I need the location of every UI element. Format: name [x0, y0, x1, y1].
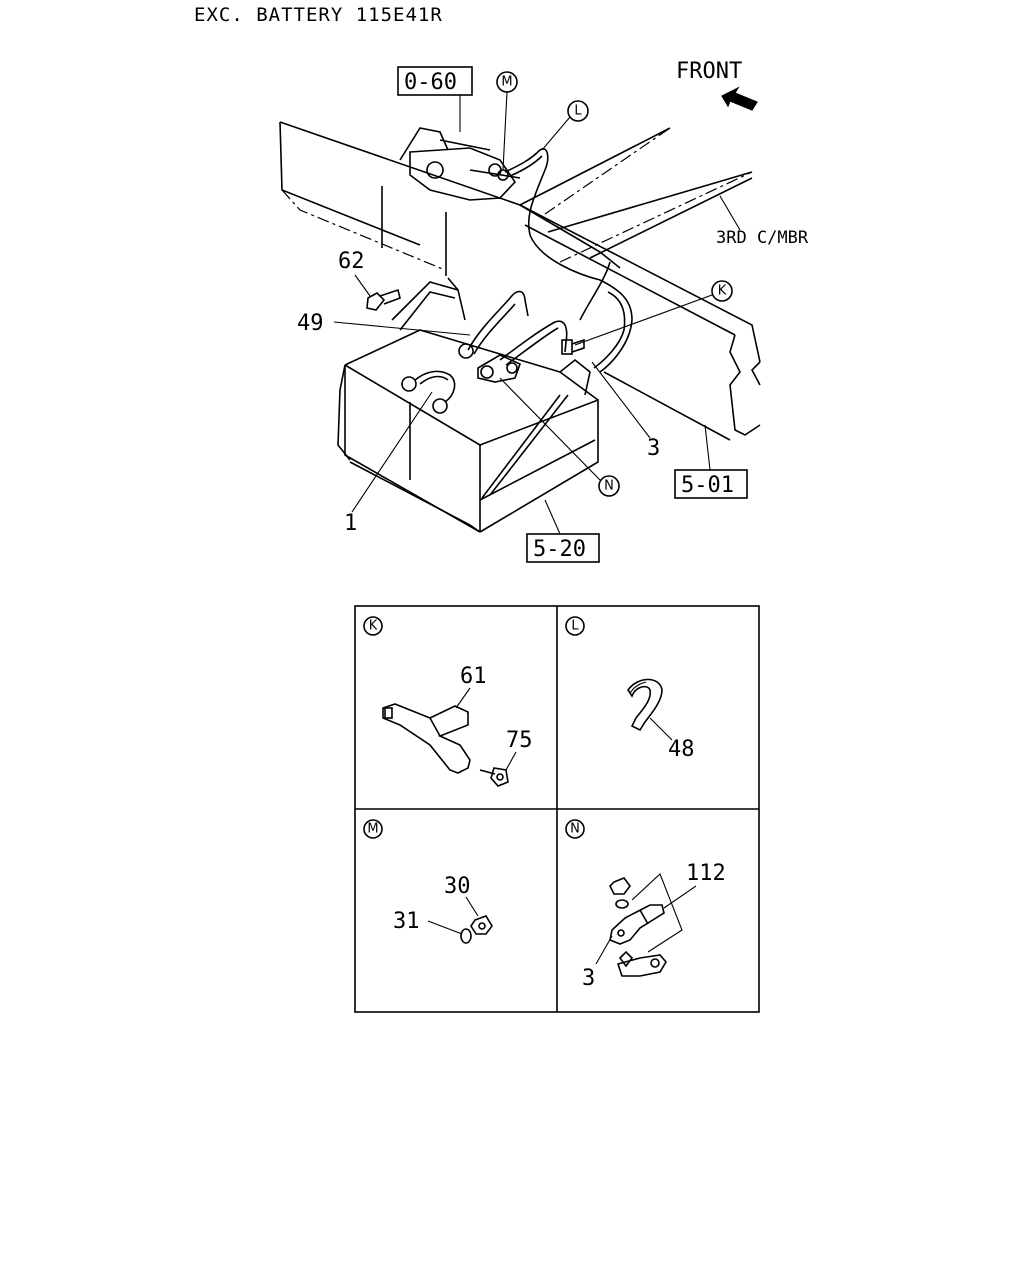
- callout-M: M: [496, 71, 518, 171]
- part-75-label: 75: [506, 728, 533, 753]
- part-30-label: 30: [444, 874, 471, 899]
- svg-text:L: L: [571, 619, 579, 634]
- part-61-label: 61: [460, 664, 487, 689]
- svg-text:62: 62: [338, 249, 365, 274]
- callout-3: 3: [591, 361, 660, 461]
- svg-text:3: 3: [647, 436, 660, 461]
- battery-cables: [401, 290, 585, 414]
- ref-label-5-20: 5-20: [533, 537, 586, 562]
- bolt-75: [479, 767, 509, 787]
- ref-label-5-01: 5-01: [681, 473, 734, 498]
- part-31-label: 31: [393, 909, 420, 934]
- terminal-assembly-112: [609, 873, 683, 977]
- nut-30: [470, 915, 493, 935]
- detail-N: N 112 3: [565, 819, 726, 991]
- detail-K: K 61 75: [363, 616, 533, 787]
- battery: [337, 329, 599, 533]
- bracket-61: [382, 703, 471, 774]
- svg-text:N: N: [570, 822, 580, 837]
- part-48-label: 48: [668, 737, 695, 762]
- callout-49: 49: [297, 311, 471, 336]
- starter-motor: [399, 127, 521, 201]
- part-112-label: 112: [686, 861, 726, 886]
- battery-holder: [391, 277, 591, 499]
- svg-text:1: 1: [344, 511, 357, 536]
- callout-1: 1: [344, 391, 433, 536]
- clip-48: [627, 678, 663, 732]
- svg-text:M: M: [501, 75, 512, 90]
- diagram-header-title: EXC. BATTERY 115E41R: [194, 4, 443, 26]
- third-cross-member: [519, 127, 753, 259]
- frame-rail-left: [279, 121, 601, 276]
- washer-31: [460, 928, 472, 944]
- main-assembly-view: FRONT 3RD C/MBR 0-60 5-01 5-20 M L: [279, 59, 809, 563]
- svg-text:49: 49: [297, 311, 324, 336]
- callout-N: N: [499, 377, 620, 497]
- svg-text:L: L: [574, 104, 582, 119]
- detail-M: M 30 31: [363, 819, 493, 944]
- callout-L: L: [541, 100, 589, 151]
- ref-box-5-20: 5-20: [526, 499, 600, 563]
- detail-L: L 48: [565, 616, 695, 762]
- frame-rail-right: [519, 127, 761, 441]
- bolt-62: [366, 288, 401, 311]
- svg-text:N: N: [604, 479, 614, 494]
- part-3-label: 3: [582, 966, 595, 991]
- svg-text:K: K: [718, 284, 727, 299]
- ref-box-5-01: 5-01: [674, 424, 748, 499]
- detail-grid: [354, 605, 760, 1013]
- front-label: FRONT: [676, 59, 742, 84]
- cross-member-label: 3RD C/MBR: [716, 228, 809, 248]
- callout-62: 62: [338, 249, 371, 297]
- svg-text:K: K: [369, 619, 378, 634]
- callout-K: K: [574, 280, 733, 346]
- front-arrow-icon: [721, 86, 758, 111]
- svg-text:M: M: [367, 822, 378, 837]
- ref-box-0-60: 0-60: [397, 66, 473, 132]
- starter-cable: [504, 148, 633, 373]
- ref-label-0-60: 0-60: [404, 70, 457, 95]
